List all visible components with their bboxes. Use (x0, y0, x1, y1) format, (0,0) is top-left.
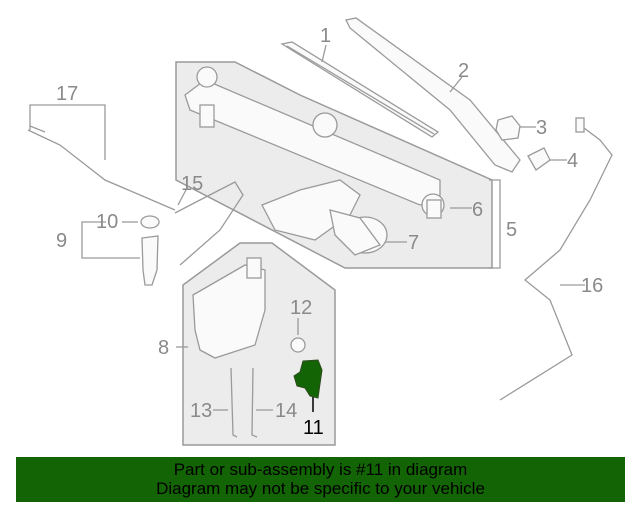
wiper-arm[interactable] (345, 17, 521, 173)
label-9[interactable]: 9 (56, 230, 67, 252)
wiper-blade[interactable] (280, 41, 440, 138)
info-banner: Part or sub-assembly is #11 in diagram D… (16, 457, 625, 502)
washer-pump-highlighted[interactable] (293, 359, 323, 399)
washer-nozzle[interactable] (140, 215, 160, 286)
leader-lines (29, 44, 585, 411)
label-6[interactable]: 6 (472, 199, 483, 221)
washer-hose[interactable] (499, 117, 613, 401)
wiper-motor[interactable] (261, 179, 388, 256)
reservoir-rod-13[interactable] (230, 367, 238, 438)
label-2[interactable]: 2 (458, 60, 469, 82)
label-11[interactable]: 11 (303, 417, 324, 439)
banner-line-2: Diagram may not be specific to your vehi… (156, 479, 485, 498)
washer-tube[interactable] (174, 181, 244, 266)
label-3[interactable]: 3 (536, 117, 547, 139)
label-1[interactable]: 1 (320, 25, 331, 47)
label-16[interactable]: 16 (581, 275, 603, 297)
label-5[interactable]: 5 (506, 219, 517, 241)
cap[interactable] (527, 147, 551, 171)
banner-line-1: Part or sub-assembly is #11 in diagram (173, 460, 468, 479)
label-10[interactable]: 10 (96, 211, 118, 233)
washer-reservoir[interactable] (192, 257, 266, 359)
label-15[interactable]: 15 (181, 173, 203, 195)
washer-hose-rear[interactable] (27, 125, 176, 211)
label-17[interactable]: 17 (56, 83, 78, 105)
wiper-linkage[interactable] (184, 66, 445, 219)
label-12[interactable]: 12 (290, 297, 312, 319)
label-8[interactable]: 8 (158, 337, 169, 359)
reservoir-rod-14[interactable] (251, 367, 258, 438)
nut[interactable] (495, 115, 521, 141)
label-14[interactable]: 14 (275, 400, 297, 422)
label-7[interactable]: 7 (408, 232, 419, 254)
label-13[interactable]: 13 (190, 400, 212, 422)
label-4[interactable]: 4 (567, 150, 578, 172)
grommet[interactable] (290, 337, 306, 353)
